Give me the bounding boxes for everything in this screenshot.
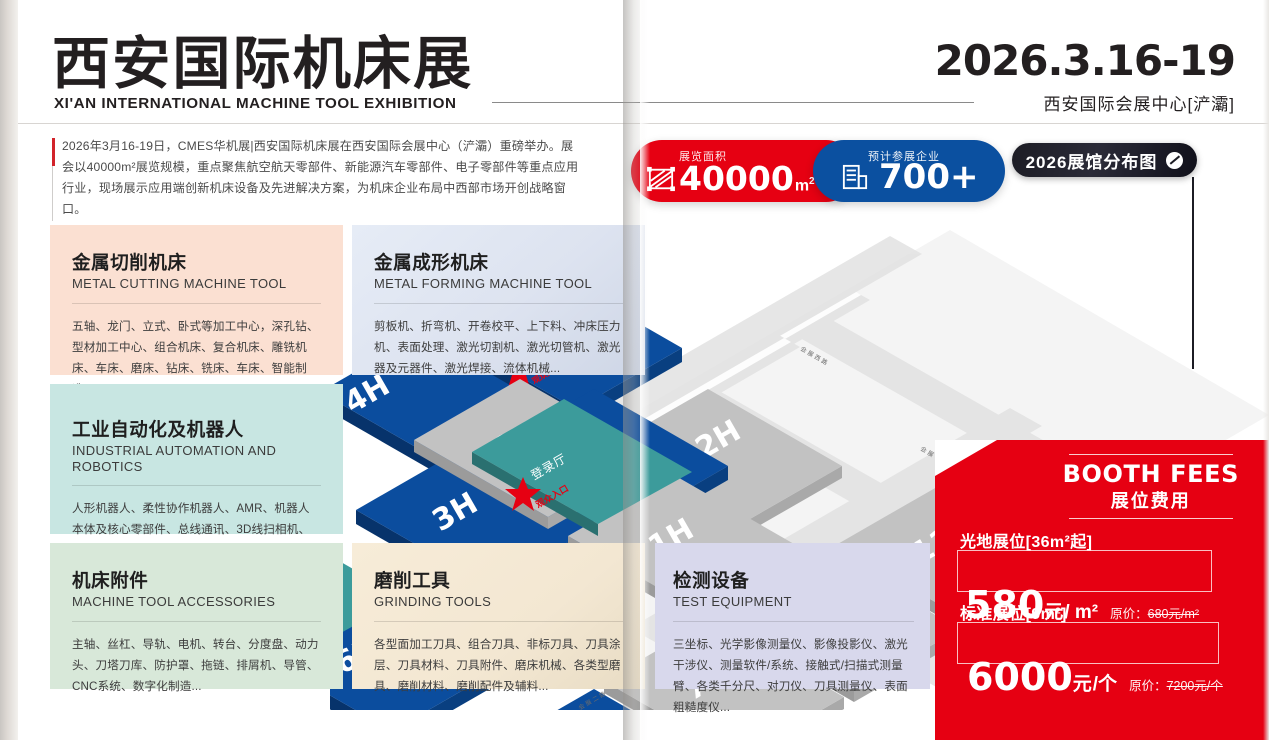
event-date: 2026.3.16-19 <box>934 36 1236 85</box>
category-title-cn: 金属切削机床 <box>72 252 187 273</box>
badge-pointer-line <box>1192 177 1194 369</box>
fee-currency-standard: 元 <box>1072 674 1092 695</box>
category-title-en: INDUSTRIAL AUTOMATION AND ROBOTICS <box>72 443 277 474</box>
fee-box-standard <box>957 622 1219 664</box>
stat-companies-value: 700+ <box>879 157 979 197</box>
header-divider <box>0 123 1269 124</box>
page-edge-right <box>1263 0 1269 740</box>
fee-label-raw-space: 光地展位[36m²起] <box>960 534 1093 551</box>
fees-title-cn: 展位费用 <box>1110 490 1191 511</box>
category-desc: 三坐标、光学影像测量仪、影像投影仪、激光干涉仪、测量软件/系统、接触式/扫描式测… <box>673 637 908 714</box>
card-divider <box>374 302 623 304</box>
intro-block: 2026年3月16-19日，CMES华机展|西安国际机床展在西安国际会展中心（浐… <box>52 136 582 221</box>
stat-area-value: 40000 <box>679 159 794 198</box>
fee-unit-standard: /个 <box>1092 674 1118 695</box>
stat-area-caption: 展览面积 <box>679 151 727 163</box>
fee-row-raw-space: 580 元 / m² 原价： 680元/m² <box>965 586 1199 624</box>
page-title-en: XI'AN INTERNATIONAL MACHINE TOOL EXHIBIT… <box>54 95 457 112</box>
card-divider <box>72 620 321 622</box>
pin-slash-icon <box>1166 151 1184 169</box>
page-title-cn: 西安国际机床展 <box>52 31 474 97</box>
category-title-cn: 检测设备 <box>673 570 750 591</box>
category-card-automation[interactable]: 工业自动化及机器人 INDUSTRIAL AUTOMATION AND ROBO… <box>50 384 343 578</box>
fees-title-block: BOOTH FEES 展位费用 <box>1062 454 1239 520</box>
category-card-grinding[interactable]: 磨削工具 GRINDING TOOLS 各型面加工刀具、组合刀具、非标刀具、刀具… <box>352 543 645 693</box>
hall-map-badge-label: 2026展馆分布图 <box>1025 152 1158 172</box>
card-divider <box>72 302 321 304</box>
category-card-metal-forming[interactable]: 金属成形机床 METAL FORMING MACHINE TOOL 剪板机、折弯… <box>352 225 645 375</box>
fee-price-raw-space: 580 <box>965 583 1045 627</box>
event-venue: 西安国际会展中心[浐灞] <box>1043 95 1235 114</box>
card-divider <box>72 485 321 487</box>
category-title-cn: 金属成形机床 <box>374 252 489 273</box>
category-desc: 剪板机、折弯机、开卷校平、上下料、冲床压力机、表面处理、激光切割机、激光切管机、… <box>374 319 621 375</box>
fee-old-price-standard: 7200元/个 <box>1166 679 1223 693</box>
stat-expected-exhibitors: 预计参展企业 700+ <box>813 140 1005 202</box>
category-title-en: METAL FORMING MACHINE TOOL <box>374 276 593 292</box>
building-icon <box>842 164 868 190</box>
fee-old-price-raw-space: 680元/m² <box>1147 607 1200 621</box>
category-title-en: GRINDING TOOLS <box>374 594 492 610</box>
intro-accent-bar <box>52 138 55 166</box>
fee-currency-raw-space: 元 <box>1044 602 1064 623</box>
category-desc: 主轴、丝杠、导轨、电机、转台、分度盘、动力头、刀塔刀库、防护罩、拖链、排屑机、导… <box>72 637 319 693</box>
fees-corner-notch <box>935 440 997 476</box>
intro-text: 2026年3月16-19日，CMES华机展|西安国际机床展在西安国际会展中心（浐… <box>62 139 579 216</box>
fees-title-rule-top <box>1068 454 1233 456</box>
category-desc: 各型面加工刀具、组合刀具、非标刀具、刀具涂层、刀具材料、刀具附件、磨床机械、各类… <box>374 637 621 693</box>
category-card-test-equipment[interactable]: 检测设备 TEST EQUIPMENT 三坐标、光学影像测量仪、影像投影仪、激光… <box>655 543 930 714</box>
fee-box-raw-space <box>957 550 1212 592</box>
header-rule <box>492 102 974 103</box>
fee-old-label-raw-space: 原价： <box>1110 607 1148 621</box>
fee-label-standard: 标准展位[9m²] <box>960 606 1067 623</box>
fee-price-standard: 6000 <box>967 655 1073 699</box>
category-title-en: METAL CUTTING MACHINE TOOL <box>72 276 287 292</box>
category-card-accessories[interactable]: 机床附件 MACHINE TOOL ACCESSORIES 主轴、丝杠、导轨、电… <box>50 543 343 693</box>
hall-map-badge[interactable]: 2026展馆分布图 <box>1012 143 1197 177</box>
fee-row-standard: 6000 元 /个 原价： 7200元/个 <box>967 658 1223 696</box>
category-title-cn: 机床附件 <box>72 570 149 591</box>
fee-unit-raw-space: / m² <box>1064 602 1099 623</box>
page-fold-left <box>0 0 18 740</box>
card-divider <box>374 620 623 622</box>
fees-title-en: BOOTH FEES <box>1062 460 1239 489</box>
category-title-cn: 磨削工具 <box>374 570 451 591</box>
category-title-en: MACHINE TOOL ACCESSORIES <box>72 594 276 610</box>
hall-5h: 5H <box>557 689 631 710</box>
card-divider <box>673 620 914 622</box>
booth-fees-panel: BOOTH FEES 展位费用 光地展位[36m²起] 580 元 / m² 原… <box>935 440 1269 740</box>
category-card-metal-cutting[interactable]: 金属切削机床 METAL CUTTING MACHINE TOOL 五轴、龙门、… <box>50 225 343 396</box>
fees-title-rule-bottom <box>1068 518 1233 520</box>
intro-accent-bar-light <box>52 166 53 221</box>
category-title-cn: 工业自动化及机器人 <box>72 419 244 440</box>
fee-old-label-standard: 原价： <box>1129 679 1167 693</box>
stat-companies-caption: 预计参展企业 <box>868 151 940 163</box>
category-title-en: TEST EQUIPMENT <box>673 594 792 610</box>
stat-area-unit: m2 <box>794 175 815 194</box>
